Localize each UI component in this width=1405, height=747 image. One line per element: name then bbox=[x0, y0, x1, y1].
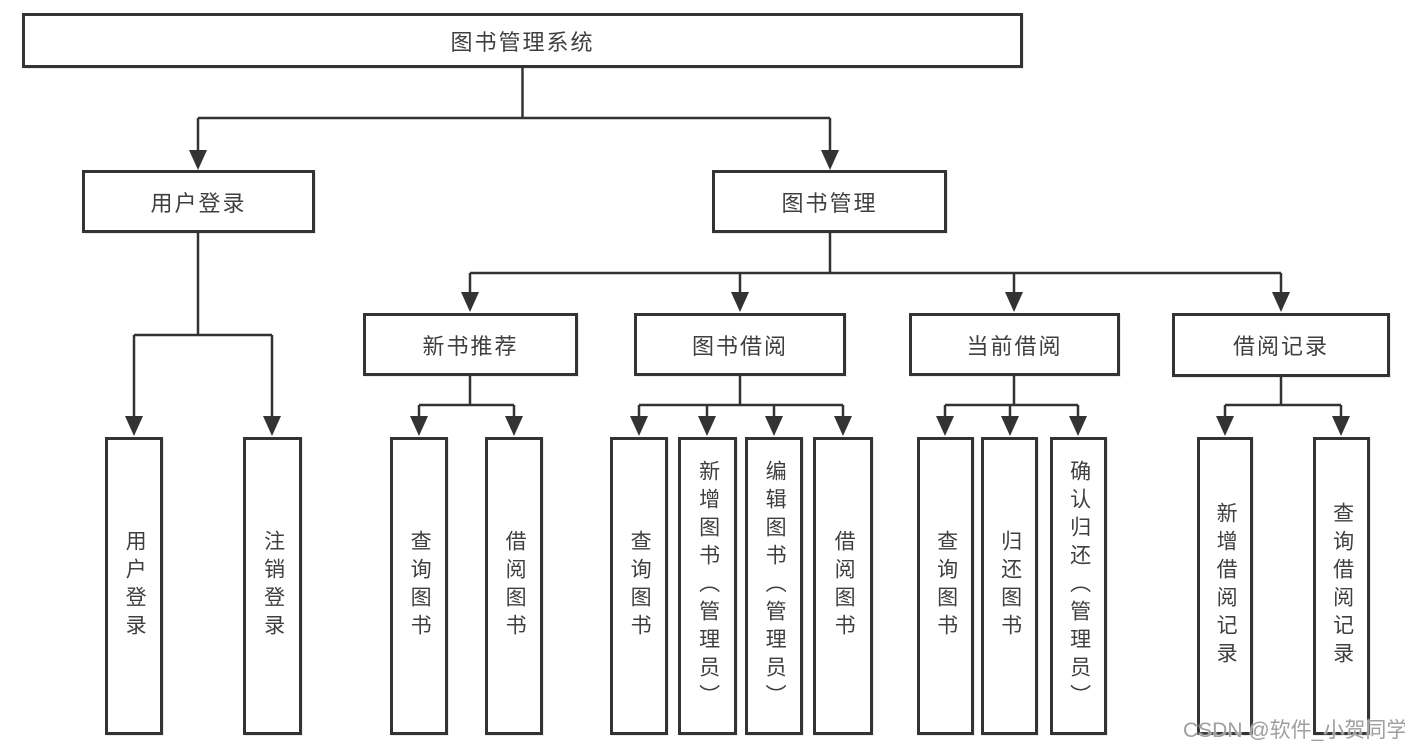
leaf-borrow-edit-books-admin: 编辑图书（管理员） bbox=[745, 437, 803, 735]
node-current-borrow: 当前借阅 bbox=[909, 313, 1120, 376]
node-label: 查询借阅记录 bbox=[1330, 502, 1354, 670]
leaf-newbook-borrow-books: 借阅图书 bbox=[485, 437, 543, 735]
node-label: 查询图书 bbox=[408, 530, 432, 642]
leaf-borrow-borrow-books: 借阅图书 bbox=[813, 437, 873, 735]
node-book-borrow: 图书借阅 bbox=[634, 313, 846, 376]
leaf-current-query-books: 查询图书 bbox=[917, 437, 974, 735]
node-label: 图书管理 bbox=[781, 190, 878, 216]
node-borrow-records: 借阅记录 bbox=[1172, 313, 1390, 377]
node-label: 图书管理系统 bbox=[450, 29, 595, 55]
node-label: 新增图书（管理员） bbox=[696, 460, 720, 712]
node-label: 图书借阅 bbox=[691, 333, 788, 359]
node-label: 借阅图书 bbox=[503, 530, 527, 642]
node-label: 注销登录 bbox=[261, 530, 285, 642]
leaf-logout: 注销登录 bbox=[243, 437, 302, 735]
node-label: 用户登录 bbox=[150, 190, 247, 216]
node-label: 编辑图书（管理员） bbox=[763, 460, 787, 712]
node-label: 新增借阅记录 bbox=[1214, 502, 1238, 670]
node-label: 借阅记录 bbox=[1232, 334, 1329, 359]
node-label: 借阅图书 bbox=[832, 530, 856, 642]
leaf-borrow-query-books: 查询图书 bbox=[610, 437, 668, 735]
leaf-records-add-record: 新增借阅记录 bbox=[1197, 437, 1253, 735]
node-label: 查询图书 bbox=[934, 530, 958, 642]
leaf-current-return-books: 归还图书 bbox=[981, 437, 1038, 735]
node-label: 用户登录 bbox=[123, 530, 147, 642]
node-new-book-recommend: 新书推荐 bbox=[363, 313, 578, 376]
leaf-records-query-record: 查询借阅记录 bbox=[1313, 437, 1370, 735]
leaf-user-login: 用户登录 bbox=[105, 437, 163, 735]
node-label: 查询图书 bbox=[628, 530, 652, 642]
node-label: 新书推荐 bbox=[422, 333, 519, 359]
node-label: 归还图书 bbox=[998, 530, 1022, 642]
leaf-borrow-add-books-admin: 新增图书（管理员） bbox=[678, 437, 737, 735]
node-label: 当前借阅 bbox=[966, 333, 1063, 359]
node-root: 图书管理系统 bbox=[22, 13, 1023, 68]
node-label: 确认归还（管理员） bbox=[1067, 460, 1091, 712]
leaf-newbook-query-books: 查询图书 bbox=[390, 437, 448, 735]
leaf-current-confirm-return-admin: 确认归还（管理员） bbox=[1050, 437, 1107, 735]
node-user-login: 用户登录 bbox=[82, 170, 315, 233]
csdn-watermark: CSDN @软件_小贺同学 bbox=[1183, 719, 1405, 742]
node-book-management: 图书管理 bbox=[712, 170, 947, 233]
